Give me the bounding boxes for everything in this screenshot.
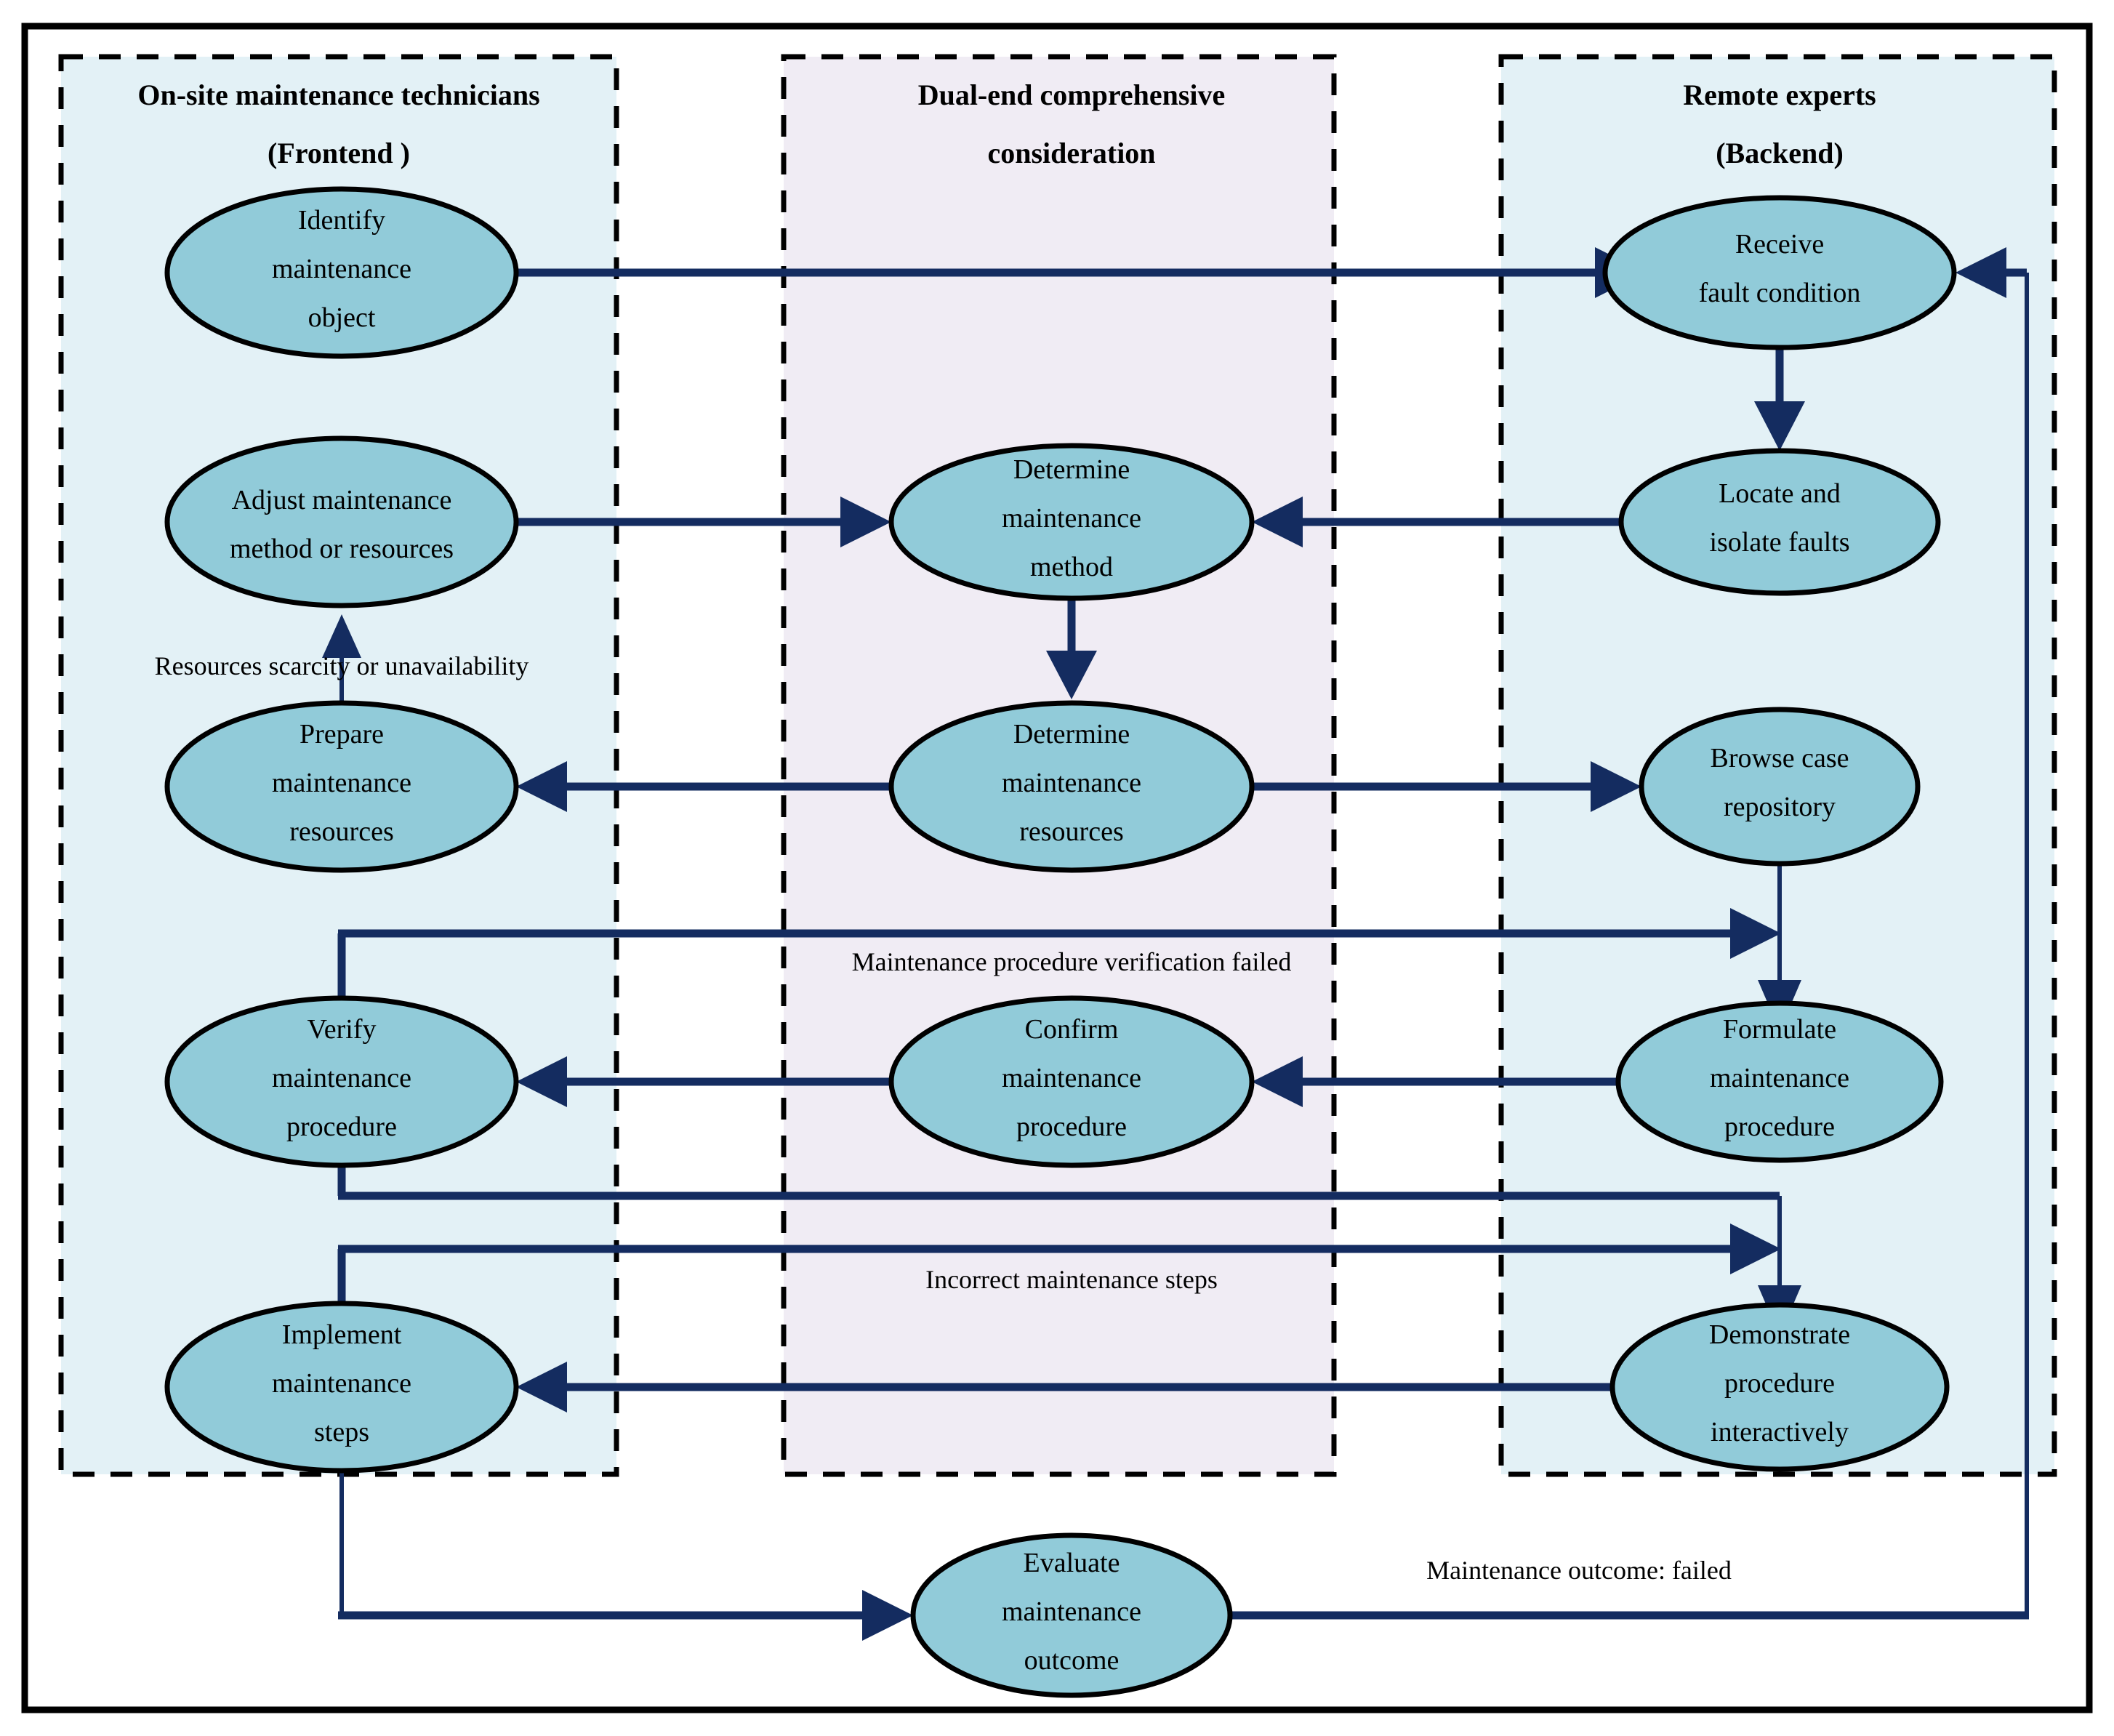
node-label-identify-line2: maintenance [272, 254, 411, 284]
node-label-confirm-line3: procedure [1016, 1112, 1127, 1142]
node-label-det-method-line2: maintenance [1002, 503, 1141, 534]
edge-adjust-to-determine-method [509, 497, 891, 547]
node-label-confirm-line2: maintenance [1002, 1063, 1141, 1093]
node-evaluate-maintenance-outcome[interactable]: Evaluate maintenance outcome [910, 1532, 1233, 1698]
node-label-formulate-line2: maintenance [1710, 1063, 1849, 1093]
node-label-det-res-line1: Determine [1013, 719, 1130, 750]
node-label-implement-line2: maintenance [272, 1368, 411, 1399]
node-adjust-maintenance-method-or-resources[interactable]: Adjust maintenance method or resources [164, 435, 519, 608]
node-determine-maintenance-resources[interactable]: Determine maintenance resources [888, 700, 1255, 873]
node-label-locate-line2: isolate faults [1709, 527, 1849, 558]
node-prepare-maintenance-resources[interactable]: Prepare maintenance resources [164, 700, 519, 873]
edge-determine-method-to-resources [1046, 598, 1097, 699]
node-demonstrate-procedure-interactively[interactable]: Demonstrate procedure interactively [1609, 1302, 1950, 1472]
node-determine-maintenance-method[interactable]: Determine maintenance method [888, 443, 1255, 601]
swimlane-title-backend-line2: (Backend) [1716, 137, 1844, 169]
node-implement-maintenance-steps[interactable]: Implement maintenance steps [164, 1301, 519, 1474]
edge-evaluate-to-receive-failed [1230, 247, 2029, 1620]
node-label-prepare-line1: Prepare [300, 719, 384, 750]
node-label-evaluate-line2: maintenance [1002, 1596, 1141, 1627]
node-label-prepare-line2: maintenance [272, 768, 411, 798]
swimlane-title-dual-line1: Dual-end comprehensive [918, 79, 1226, 111]
node-label-demonstrate-line3: interactively [1711, 1417, 1849, 1447]
node-label-identify-line1: Identify [298, 205, 385, 236]
node-label-verify-line1: Verify [308, 1014, 377, 1045]
node-verify-maintenance-procedure[interactable]: Verify maintenance procedure [164, 995, 519, 1168]
node-confirm-maintenance-procedure[interactable]: Confirm maintenance procedure [888, 995, 1255, 1168]
node-label-locate-line1: Locate and [1719, 478, 1841, 509]
node-label-demonstrate-line1: Demonstrate [1709, 1319, 1850, 1350]
node-label-verify-line2: maintenance [272, 1063, 411, 1093]
node-label-prepare-line3: resources [289, 816, 393, 847]
node-label-implement-line1: Implement [282, 1319, 402, 1350]
node-label-det-method-line3: method [1030, 552, 1113, 582]
edge-determine-resources-to-prepare [516, 761, 891, 812]
node-label-demonstrate-line2: procedure [1724, 1368, 1835, 1399]
node-label-evaluate-line1: Evaluate [1024, 1548, 1120, 1578]
node-label-identify-line3: object [308, 302, 376, 333]
node-label-formulate-line1: Formulate [1723, 1014, 1836, 1045]
node-label-verify-line3: procedure [286, 1112, 397, 1142]
swimlane-title-dual-line2: consideration [987, 137, 1155, 169]
edge-determine-resources-to-browse [1252, 761, 1641, 812]
node-receive-fault-condition[interactable]: Receive fault condition [1602, 195, 1957, 350]
node-identify-maintenance-object[interactable]: Identify maintenance object [164, 186, 519, 359]
edge-label-incorrect-steps: Incorrect maintenance steps [925, 1265, 1218, 1294]
swimlane-title-frontend-line2: (Frontend ) [268, 137, 410, 169]
edge-formulate-to-confirm [1252, 1056, 1621, 1107]
edge-implement-to-evaluate [338, 1461, 913, 1641]
node-label-receive-line1: Receive [1735, 229, 1824, 260]
node-label-confirm-line1: Confirm [1025, 1014, 1119, 1045]
edge-locate-to-determine-method [1252, 497, 1621, 547]
outer-frame [21, 23, 2093, 1713]
node-label-det-res-line2: maintenance [1002, 768, 1141, 798]
node-label-browse-line2: repository [1724, 792, 1836, 822]
node-label-implement-line3: steps [314, 1417, 369, 1447]
node-label-browse-line1: Browse case [1711, 743, 1849, 773]
edge-label-verification-failed: Maintenance procedure verification faile… [852, 947, 1292, 976]
node-locate-and-isolate-faults[interactable]: Locate and isolate faults [1618, 448, 1941, 596]
edge-label-resources-scarcity: Resources scarcity or unavailability [155, 651, 529, 680]
node-label-evaluate-line3: outcome [1024, 1645, 1120, 1676]
edge-label-outcome-failed: Maintenance outcome: failed [1426, 1556, 1732, 1585]
swimlane-title-frontend-line1: On-site maintenance technicians [137, 79, 539, 111]
node-browse-case-repository[interactable]: Browse case repository [1639, 707, 1921, 867]
node-label-det-method-line1: Determine [1013, 454, 1130, 485]
node-formulate-maintenance-procedure[interactable]: Formulate maintenance procedure [1615, 1000, 1944, 1163]
node-label-det-res-line3: resources [1019, 816, 1123, 847]
edge-receive-to-locate [1754, 347, 1805, 451]
swimlane-title-backend-line1: Remote experts [1683, 79, 1876, 111]
node-label-adjust-line2: method or resources [230, 534, 454, 564]
node-label-adjust-line1: Adjust maintenance [232, 485, 452, 515]
edge-demonstrate-to-implement [516, 1362, 1621, 1412]
node-label-formulate-line3: procedure [1724, 1112, 1835, 1142]
node-label-receive-line2: fault condition [1699, 278, 1861, 308]
edge-confirm-to-verify [516, 1056, 891, 1107]
